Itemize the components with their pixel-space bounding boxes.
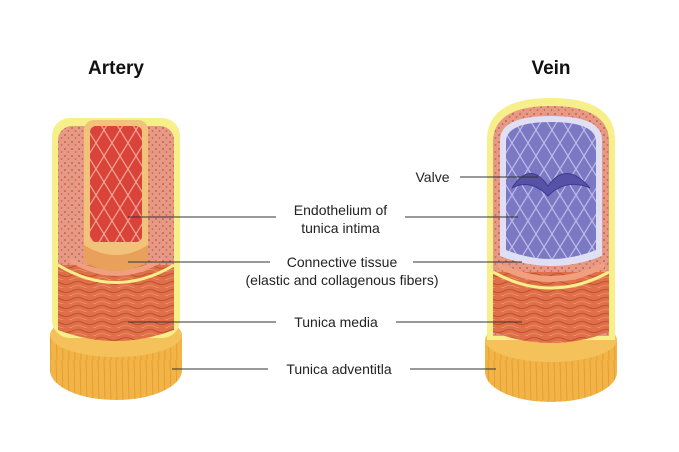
artery-connective-tissue [70, 258, 162, 276]
endothelium-label-line1: Endothelium of [293, 202, 388, 218]
artery-tunica-media [57, 263, 175, 341]
valve-label: Valve [415, 169, 450, 185]
artery-illustration [50, 118, 182, 400]
connective-tissue-label-line2: (elastic and collagenous fibers) [245, 272, 439, 288]
artery-title: Artery [88, 58, 144, 79]
vein-connective-tissue [498, 262, 604, 282]
artery-tunica-intima [84, 120, 148, 271]
leader-lines [128, 176, 538, 370]
vein-valve [511, 173, 591, 197]
vein-title: Vein [531, 58, 571, 79]
vein-illustration [485, 98, 617, 402]
tunica-media-label: Tunica media [294, 314, 378, 330]
vein-tunica-media [492, 270, 610, 343]
connective-tissue-label: Connective tissue (elastic and collageno… [222, 253, 462, 289]
endothelium-label: Endothelium of tunica intima [276, 201, 405, 237]
tunica-adventitia-label: Tunica adventitla [286, 361, 392, 377]
connective-tissue-label-line1: Connective tissue [286, 254, 398, 270]
endothelium-label-line2: tunica intima [301, 220, 380, 236]
